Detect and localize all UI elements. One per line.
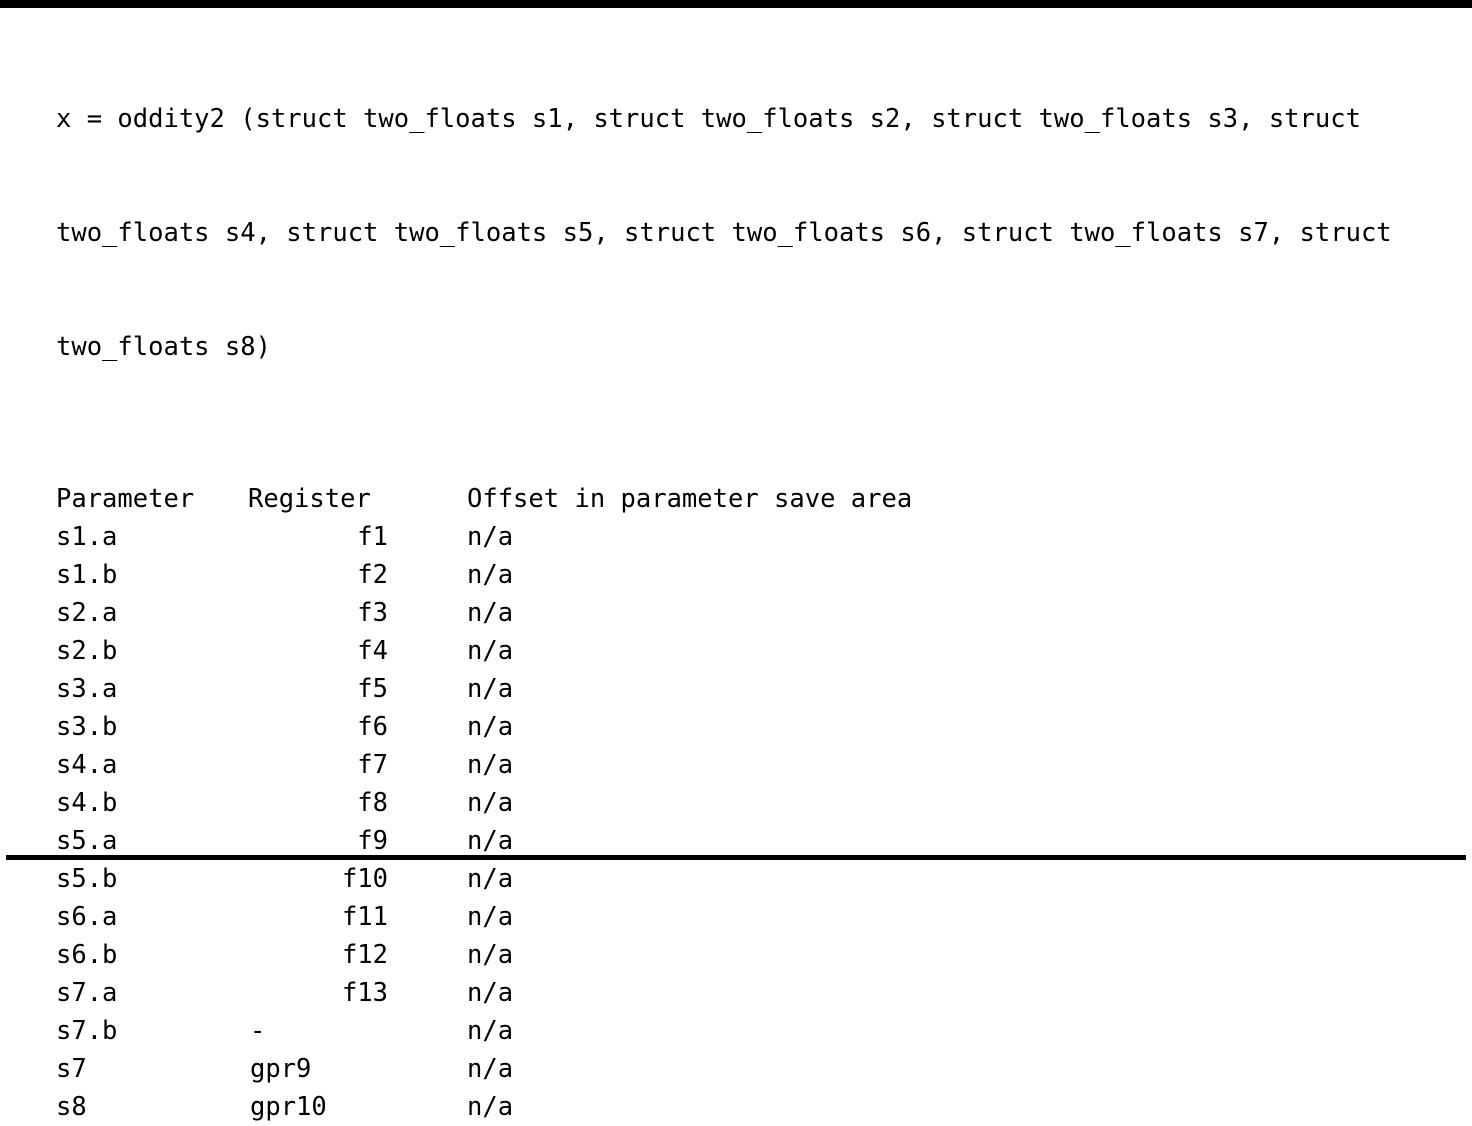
block-spacer bbox=[56, 442, 1436, 480]
cell-parameter: s8 bbox=[56, 1092, 87, 1122]
register-value: gpr10 bbox=[250, 1092, 327, 1122]
table-row: s7.b - n/a bbox=[56, 1012, 1267, 1050]
cell-parameter: s7.b bbox=[56, 1016, 118, 1046]
table-row: s4.a f7 n/a bbox=[56, 746, 1267, 784]
cell-register: f3 bbox=[248, 594, 467, 632]
table-row: s2.b f4 n/a bbox=[56, 632, 1267, 670]
cell-offset: n/a bbox=[467, 1092, 514, 1122]
cell-parameter: s2.b bbox=[56, 636, 118, 666]
cell-parameter: s4.a bbox=[56, 750, 118, 780]
cell-register: f2 bbox=[248, 556, 467, 594]
table-row: s6.b f12 n/a bbox=[56, 936, 1267, 974]
cell-parameter: s3.b bbox=[56, 712, 118, 742]
cell-offset: n/a bbox=[467, 522, 514, 552]
register-value: f7 bbox=[357, 750, 388, 780]
parameter-register-table: Parameter Register Offset in parameter s… bbox=[56, 480, 1267, 1126]
cell-offset: n/a bbox=[467, 560, 514, 590]
register-value: f8 bbox=[357, 788, 388, 818]
signature-line-1: x = oddity2 (struct two_floats s1, struc… bbox=[56, 104, 1361, 134]
cell-register: f12 bbox=[248, 936, 467, 974]
cell-offset: n/a bbox=[467, 1016, 514, 1046]
cell-parameter: s7.a bbox=[56, 978, 118, 1008]
table-row: s3.a f5 n/a bbox=[56, 670, 1267, 708]
top-horizontal-rule bbox=[0, 0, 1472, 8]
table-body: s1.a f1 n/a s1.b f2 n/a s2.a f3 n/a s2.b… bbox=[56, 518, 1267, 1126]
table-row: s7 gpr9 n/a bbox=[56, 1050, 1267, 1088]
cell-register: f8 bbox=[248, 784, 467, 822]
register-value: f1 bbox=[357, 522, 388, 552]
cell-register: f6 bbox=[248, 708, 467, 746]
register-value: f9 bbox=[357, 826, 388, 856]
register-value: f6 bbox=[357, 712, 388, 742]
register-value: f3 bbox=[357, 598, 388, 628]
cell-parameter: s7 bbox=[56, 1054, 87, 1084]
signature-line-2: two_floats s4, struct two_floats s5, str… bbox=[56, 218, 1392, 248]
cell-offset: n/a bbox=[467, 636, 514, 666]
register-value: f2 bbox=[357, 560, 388, 590]
table-row: s7.a f13 n/a bbox=[56, 974, 1267, 1012]
column-header-offset: Offset in parameter save area bbox=[467, 484, 913, 514]
table-row: s6.a f11 n/a bbox=[56, 898, 1267, 936]
cell-register: f11 bbox=[248, 898, 467, 936]
cell-parameter: s3.a bbox=[56, 674, 118, 704]
cell-offset: n/a bbox=[467, 712, 514, 742]
table-row: s2.a f3 n/a bbox=[56, 594, 1267, 632]
column-header-parameter: Parameter bbox=[56, 484, 195, 514]
cell-register: f1 bbox=[248, 518, 467, 556]
table-header-row: Parameter Register Offset in parameter s… bbox=[56, 480, 1267, 518]
cell-offset: n/a bbox=[467, 750, 514, 780]
cell-offset: n/a bbox=[467, 940, 514, 970]
table-row: s8 gpr10 n/a bbox=[56, 1088, 1267, 1126]
cell-offset: n/a bbox=[467, 1054, 514, 1084]
cell-register: f5 bbox=[248, 670, 467, 708]
cell-offset: n/a bbox=[467, 902, 514, 932]
table-row: s1.a f1 n/a bbox=[56, 518, 1267, 556]
function-signature-block: x = oddity2 (struct two_floats s1, struc… bbox=[56, 24, 1436, 442]
table-row: s4.b f8 n/a bbox=[56, 784, 1267, 822]
table-row: s5.a f9 n/a bbox=[56, 822, 1267, 860]
register-value: gpr9 bbox=[250, 1054, 312, 1084]
cell-parameter: s6.a bbox=[56, 902, 118, 932]
cell-parameter: s1.a bbox=[56, 522, 118, 552]
cell-offset: n/a bbox=[467, 978, 514, 1008]
column-header-register: Register bbox=[248, 484, 371, 514]
signature-line-3: two_floats s8) bbox=[56, 332, 271, 362]
cell-offset: n/a bbox=[467, 826, 514, 856]
register-value: f4 bbox=[357, 636, 388, 666]
cell-offset: n/a bbox=[467, 788, 514, 818]
cell-parameter: s1.b bbox=[56, 560, 118, 590]
cell-register: f4 bbox=[248, 632, 467, 670]
register-value: f12 bbox=[341, 940, 388, 970]
register-value: f13 bbox=[341, 978, 388, 1008]
cell-register: gpr10 bbox=[248, 1088, 467, 1126]
cell-register: - bbox=[248, 1012, 467, 1050]
cell-parameter: s6.b bbox=[56, 940, 118, 970]
table-row: s3.b f6 n/a bbox=[56, 708, 1267, 746]
cell-register: f13 bbox=[248, 974, 467, 1012]
cell-parameter: s5.a bbox=[56, 826, 118, 856]
register-value: f11 bbox=[341, 902, 388, 932]
cell-parameter: s4.b bbox=[56, 788, 118, 818]
cell-offset: n/a bbox=[467, 598, 514, 628]
cell-register: f7 bbox=[248, 746, 467, 784]
register-value: f5 bbox=[357, 674, 388, 704]
table-row: s1.b f2 n/a bbox=[56, 556, 1267, 594]
bottom-horizontal-rule bbox=[6, 855, 1466, 860]
document-content: x = oddity2 (struct two_floats s1, struc… bbox=[56, 24, 1436, 1126]
cell-offset: n/a bbox=[467, 674, 514, 704]
cell-register: f9 bbox=[248, 822, 467, 860]
cell-parameter: s2.a bbox=[56, 598, 118, 628]
register-value: - bbox=[250, 1016, 266, 1046]
cell-register: gpr9 bbox=[248, 1050, 467, 1088]
